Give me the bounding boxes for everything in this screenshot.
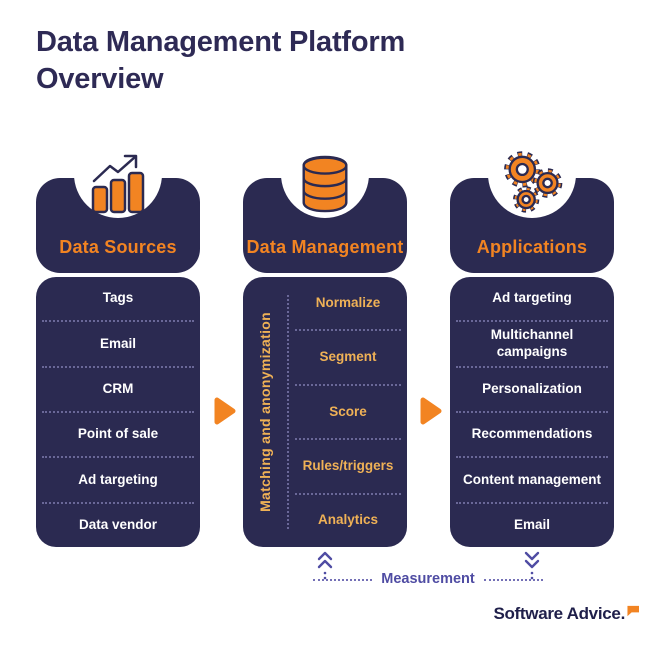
item-list: Tags Email CRM Point of sale Ad targetin… [36,277,200,547]
gears-graphic [504,151,563,213]
column-body: Tags Email CRM Point of sale Ad targetin… [36,277,200,547]
list-item-label: Rules/triggers [302,457,394,473]
measurement-label: Measurement [381,571,475,587]
list-item-label: Email [513,516,551,532]
list-item: Email [456,504,608,547]
list-item-label: Email [99,335,137,351]
list-item: Analytics [295,495,401,547]
column-body: Matching and anonymization Normalize Seg… [243,277,407,547]
list-item-label: Data vendor [78,516,158,532]
list-item-label: Analytics [317,512,379,528]
item-list: Ad targeting Multichannel campaigns Pers… [450,277,614,547]
item-list: Normalize Segment Score Rules/triggers A… [289,277,407,547]
list-item: Tags [42,277,194,323]
column-data-management: Data Management Matching and anonymizati… [243,130,407,550]
list-item: Data vendor [42,504,194,547]
chevron-up-icon [317,551,333,580]
bar-chart-icon [74,140,162,228]
column-header-label: Data Management [246,237,404,257]
flow-arrow-icon [420,397,442,425]
list-item-label: Normalize [315,294,381,310]
list-item: Point of sale [42,413,194,459]
bar-chart-graphic [91,154,145,214]
list-item-label: Tags [102,290,134,306]
list-item: Recommendations [456,413,608,459]
list-item-label: Content management [462,471,601,487]
side-label-rail: Matching and anonymization [243,277,287,547]
list-item: Ad targeting [42,458,194,504]
column-header-label: Data Sources [59,237,177,257]
flow-arrow-icon [214,397,236,425]
vertical-dotted-divider [287,295,289,529]
list-item: Segment [295,331,401,386]
gear-medium [532,168,563,198]
chevron-down-icon [524,551,540,580]
list-item: CRM [42,368,194,413]
list-item: Normalize [295,277,401,332]
column-header-label: Applications [476,237,588,257]
list-item: Ad targeting [456,277,608,323]
list-item-label: Segment [319,349,377,365]
brand-logo-text: Software Advice. [493,604,625,623]
page-title: Data Management Platform Overview [36,26,406,95]
list-item-label: Personalization [482,380,582,396]
side-label: Matching and anonymization [257,312,273,512]
list-item-label: Ad targeting [492,290,572,306]
list-item: Rules/triggers [295,440,401,495]
list-item-label: Point of sale [77,426,159,442]
list-item: Score [295,386,401,441]
gear-large [504,151,541,188]
list-item-label: Score [329,403,367,419]
list-item-label: Ad targeting [78,471,158,487]
gears-icon [488,140,576,228]
list-item-label: CRM [102,380,134,396]
list-item: Personalization [456,368,608,413]
list-item: Content management [456,458,608,504]
measurement-connector: Measurement [313,571,544,587]
list-item: Multichannel campaigns [456,322,608,368]
list-item: Email [42,322,194,368]
dotted-line [483,579,544,581]
column-body: Ad targeting Multichannel campaigns Pers… [450,277,614,547]
list-item-label: Multichannel campaigns [490,327,574,359]
list-item-label: Recommendations [471,426,593,442]
database-graphic [302,155,348,213]
speech-bubble-icon [627,605,639,617]
column-data-sources: Data Sources Tags Email CRM Point of sal… [36,130,200,550]
brand-logo: Software Advice. [493,604,640,624]
database-icon [281,140,369,228]
gear-small [513,186,540,213]
dotted-line [313,579,373,581]
column-applications: Applications Ad targeting Multichannel c… [450,130,614,550]
